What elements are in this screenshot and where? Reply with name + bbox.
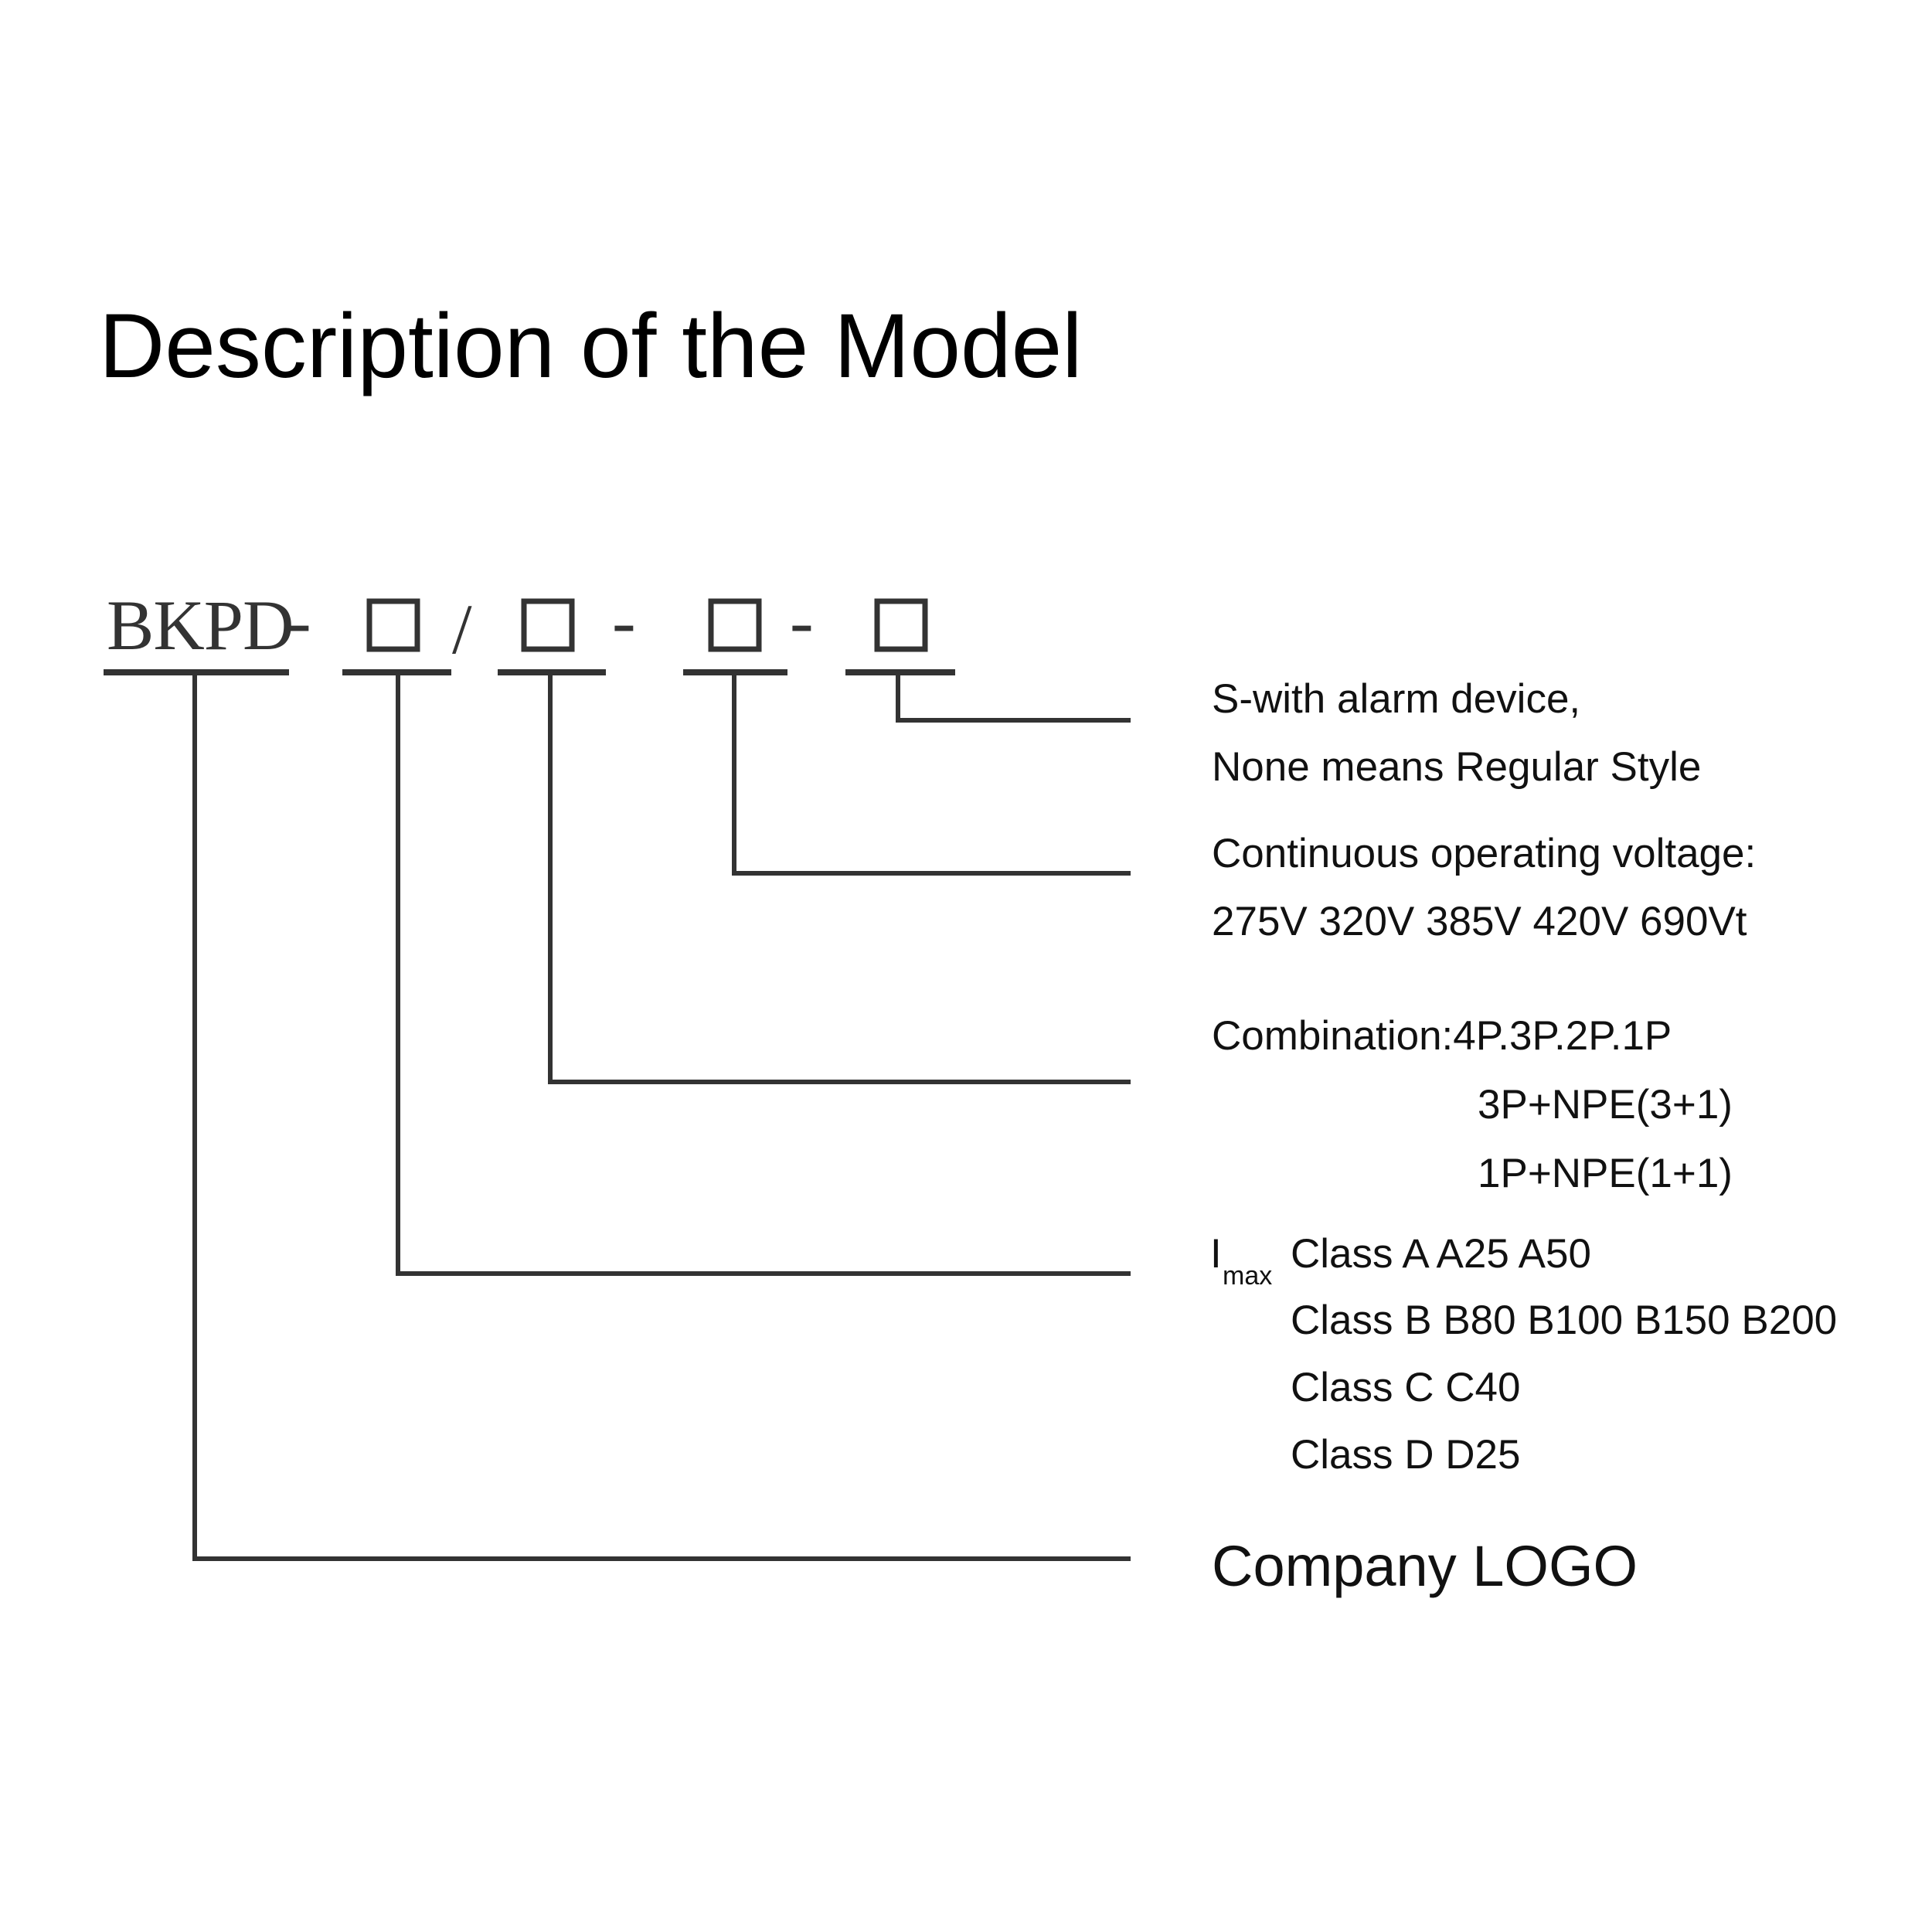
placeholder-box-voltage (708, 598, 762, 652)
combination-line-3: 1P+NPE(1+1) (1478, 1151, 1733, 1196)
model-prefix: BKPD (107, 586, 293, 665)
alarm-line-2: None means Regular Style (1212, 744, 1701, 790)
separator-dash-1: - (287, 582, 311, 661)
imax-class-b: Class B B80 B100 B150 B200 (1291, 1298, 1837, 1343)
combination-line-1: Combination:4P.3P.2P.1P (1212, 1013, 1672, 1059)
imax-description: I max Class A A25 A50 Class B B80 B100 B… (1210, 1231, 1837, 1478)
separator-slash: / (452, 590, 472, 668)
leader-logo (192, 670, 1131, 1561)
company-logo-label: Company LOGO (1212, 1534, 1638, 1598)
voltage-line-2: 275V 320V 385V 420V 690Vt (1212, 899, 1747, 944)
leader-combination (548, 670, 1131, 1084)
voltage-description: Continuous operating voltage: 275V 320V … (1212, 831, 1756, 944)
placeholder-box-combination (521, 598, 575, 652)
alarm-line-1: S-with alarm device, (1212, 676, 1580, 722)
page-title: Description of the Model (99, 295, 1082, 397)
combination-description: Combination:4P.3P.2P.1P 3P+NPE(3+1) 1P+N… (1212, 1013, 1733, 1196)
separator-dash-2: - (612, 582, 635, 661)
imax-symbol: I (1210, 1231, 1222, 1277)
imax-subscript: max (1223, 1261, 1272, 1291)
leader-alarm (896, 670, 1131, 723)
model-code: BKPD - / - - (107, 582, 928, 668)
leader-voltage (732, 670, 1131, 876)
separator-dash-3: - (790, 582, 813, 661)
leader-imax (396, 670, 1131, 1276)
voltage-line-1: Continuous operating voltage: (1212, 831, 1756, 876)
leader-lines (192, 670, 1131, 1561)
placeholder-box-imax (366, 598, 420, 652)
placeholder-box-alarm (874, 598, 928, 652)
imax-class-c: Class C C40 (1291, 1365, 1520, 1410)
imax-class-d: Class D D25 (1291, 1432, 1520, 1478)
imax-class-a: Class A A25 A50 (1291, 1231, 1591, 1277)
combination-line-2: 3P+NPE(3+1) (1478, 1082, 1733, 1128)
alarm-description: S-with alarm device, None means Regular … (1212, 676, 1701, 790)
